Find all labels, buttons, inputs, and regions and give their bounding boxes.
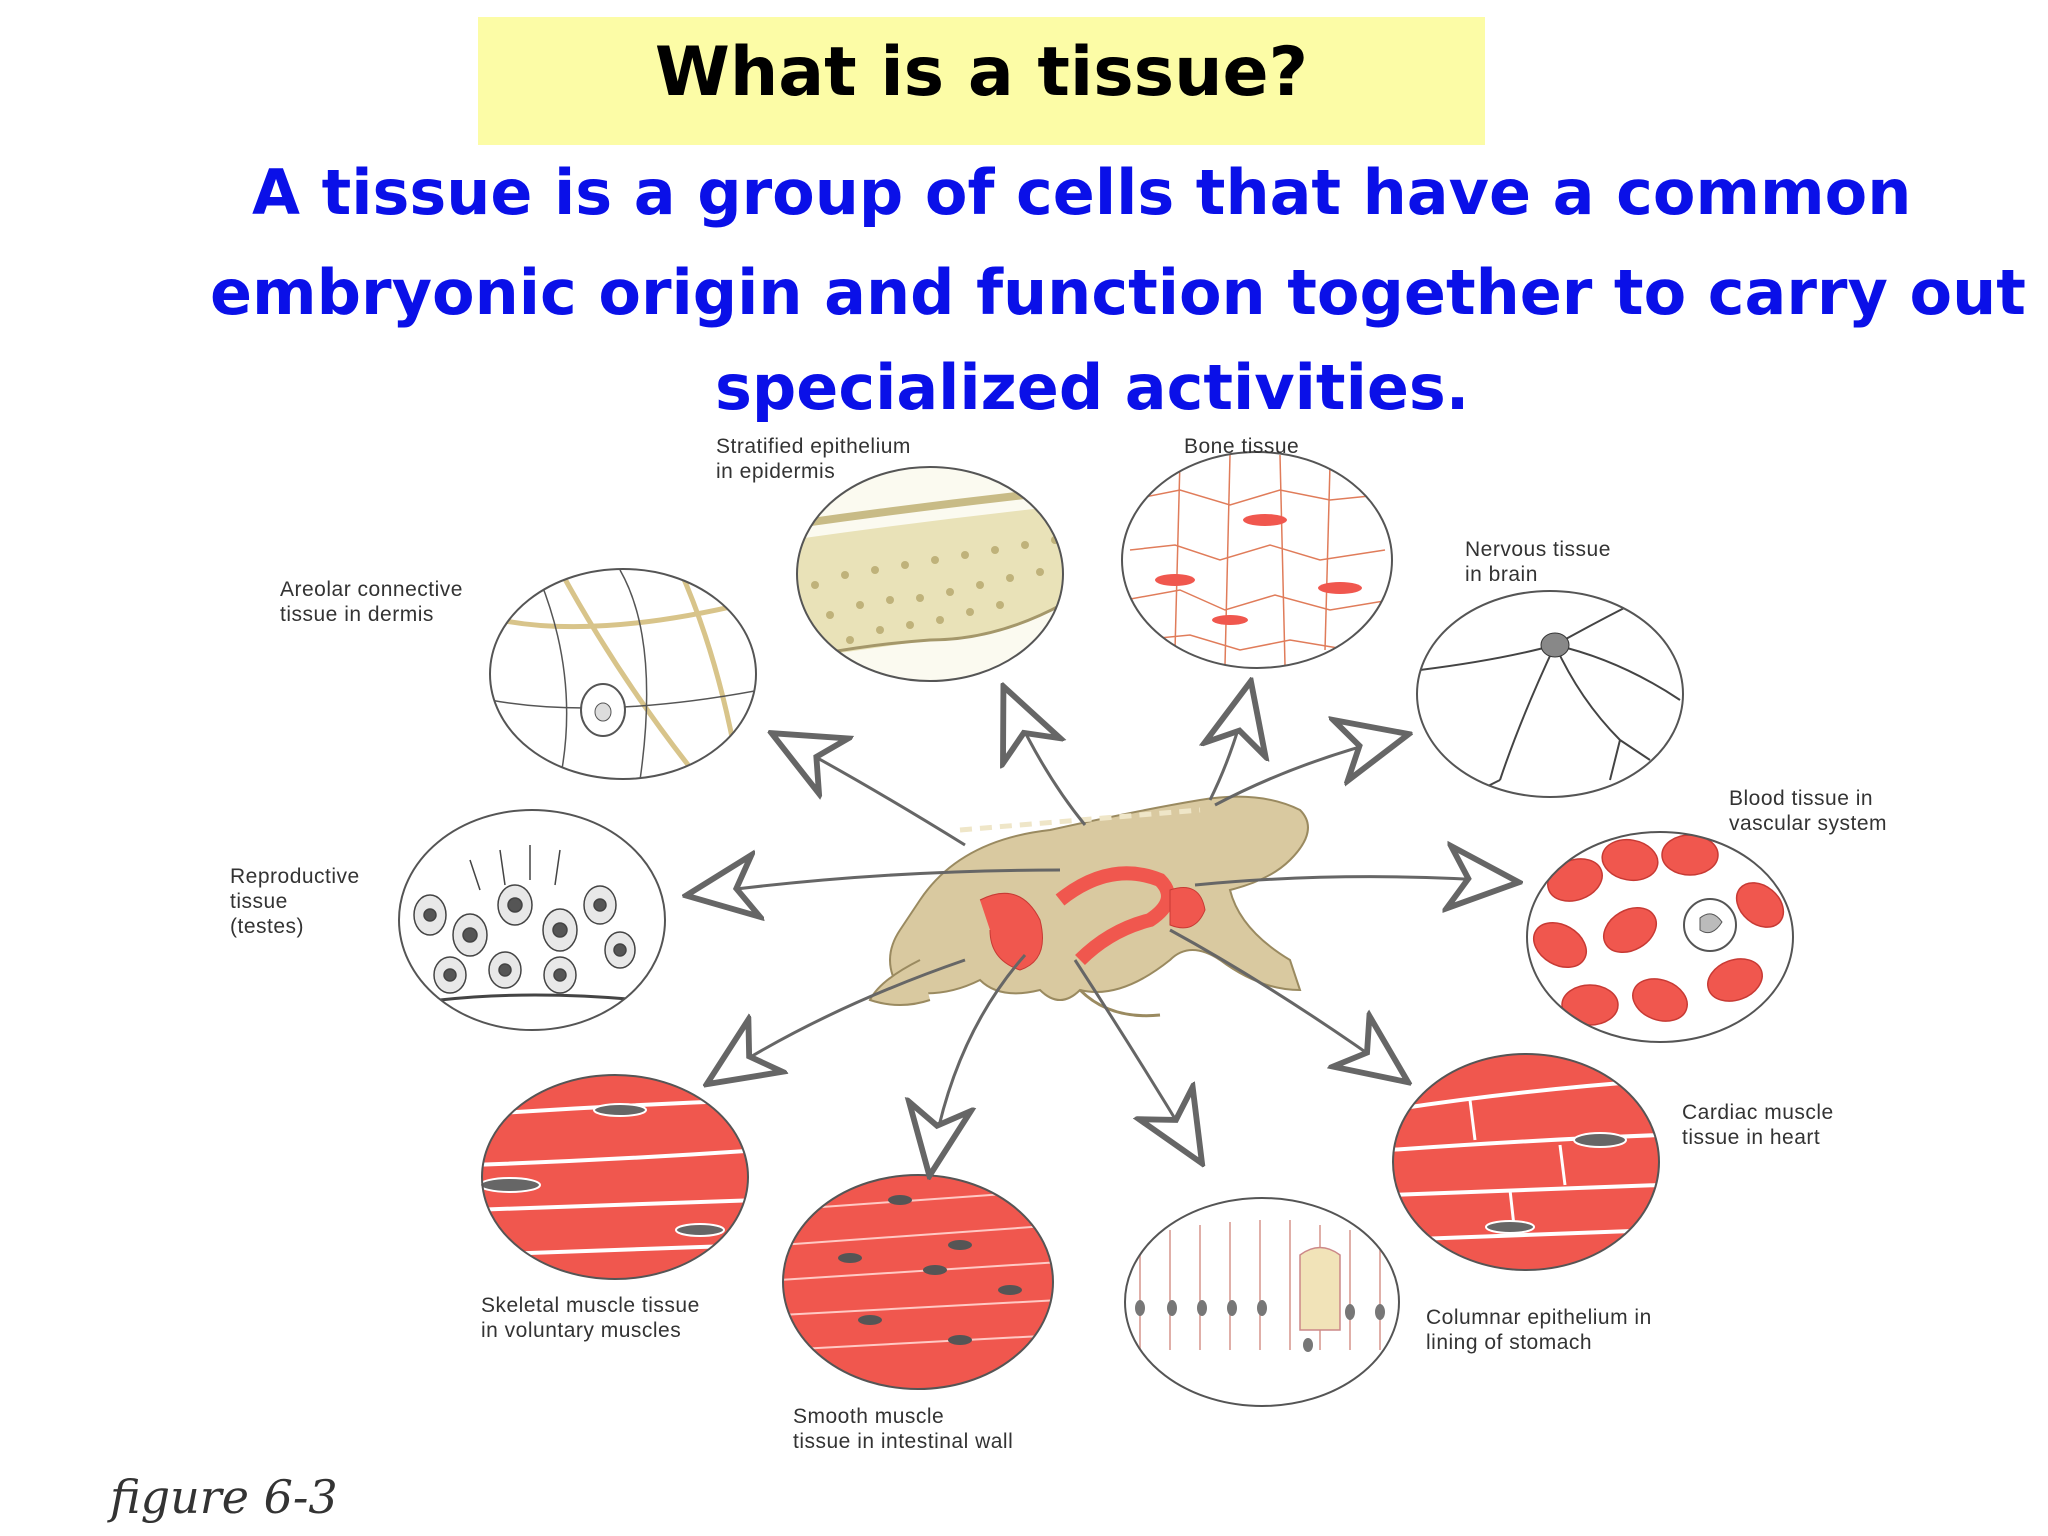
- nervous-tissue-illustration: [1416, 590, 1684, 798]
- label-columnar-epithelium: Columnar epithelium in lining of stomach: [1426, 1306, 1652, 1354]
- stratified-epithelium-illustration: [796, 466, 1064, 682]
- areolar-connective-illustration: [489, 568, 757, 780]
- label-nervous-tissue: Nervous tissue in brain: [1465, 538, 1611, 586]
- label-stratified-epithelium: Stratified epithelium in epidermis: [716, 435, 911, 483]
- label-cardiac-muscle: Cardiac muscle tissue in heart: [1682, 1101, 1834, 1149]
- columnar-epithelium-illustration: [1124, 1197, 1400, 1407]
- label-reproductive-tissue: Reproductive tissue (testes): [230, 865, 360, 938]
- label-smooth-muscle: Smooth muscle tissue in intestinal wall: [793, 1405, 1014, 1453]
- cardiac-muscle-illustration: [1392, 1053, 1660, 1271]
- label-areolar-connective: Areolar connective tissue in dermis: [280, 578, 463, 626]
- label-blood-tissue: Blood tissue in vascular system: [1729, 787, 1888, 835]
- definition-line-2: embryonic origin and function together t…: [210, 256, 2026, 329]
- figure-caption: figure 6-3: [110, 1470, 338, 1524]
- skeletal-muscle-illustration: [479, 1074, 749, 1280]
- connector-arrows: [690, 685, 1515, 1172]
- definition-line-3: specialized activities.: [715, 351, 1470, 424]
- blood-tissue-illustration: [1526, 831, 1794, 1043]
- label-bone-tissue: Bone tissue: [1184, 435, 1300, 458]
- definition-line-1: A tissue is a group of cells that have a…: [252, 156, 1912, 229]
- label-skeletal-muscle: Skeletal muscle tissue in voluntary musc…: [481, 1294, 700, 1342]
- smooth-muscle-illustration: [782, 1174, 1054, 1390]
- page-title: What is a tissue?: [654, 33, 1309, 112]
- bone-tissue-illustration: [1121, 451, 1393, 669]
- reproductive-tissue-illustration: [398, 809, 666, 1031]
- title-banner: What is a tissue?: [478, 17, 1485, 145]
